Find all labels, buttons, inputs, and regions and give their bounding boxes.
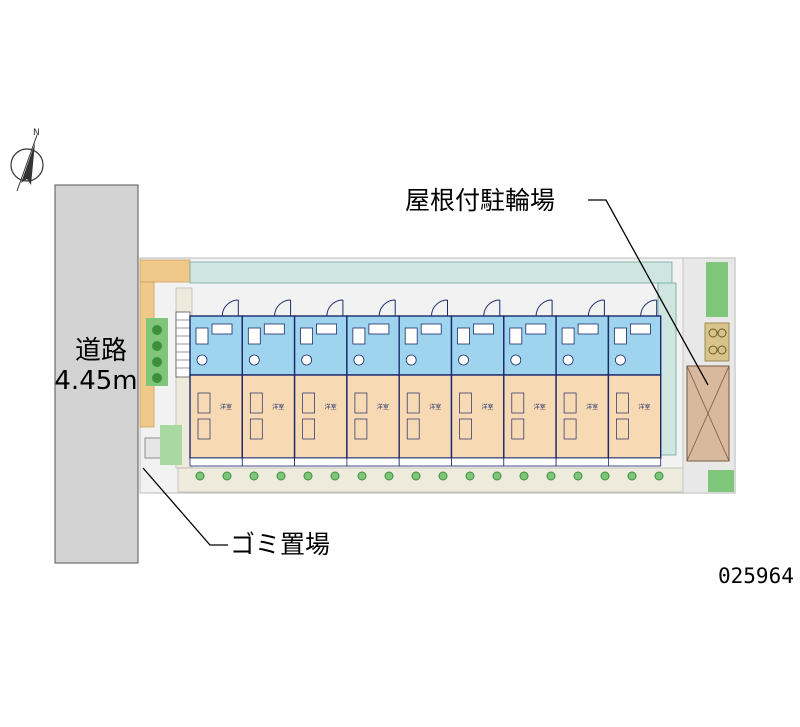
shrub: [546, 471, 556, 481]
shrub: [303, 471, 313, 481]
apartment-unit: 洋室: [607, 299, 662, 467]
apartment-unit: 洋室: [293, 299, 348, 467]
shrub-row: [195, 471, 664, 481]
garbage-label: ゴミ置場: [230, 530, 331, 559]
room-label: 洋室: [534, 403, 546, 411]
bike-shed-leader: [588, 199, 709, 386]
shrub: [492, 471, 502, 481]
apartment-unit: 洋室: [398, 299, 453, 467]
property-id: 025964: [718, 564, 794, 588]
road-width-label: 4.45m: [54, 366, 138, 396]
room-label: 洋室: [220, 403, 232, 411]
north-arrow-icon: N: [10, 128, 44, 192]
planting-right-bottom: [708, 470, 734, 492]
svg-text:N: N: [33, 128, 40, 138]
apartment-unit: 洋室: [503, 299, 557, 467]
shrub: [573, 471, 583, 481]
apartment-unit: 洋室: [241, 299, 296, 467]
apartment-unit: 洋室: [346, 299, 400, 467]
shrub: [627, 471, 637, 481]
shrub: [249, 471, 259, 481]
room-label: 洋室: [325, 403, 337, 411]
apartment-unit: 洋室: [450, 299, 505, 467]
bicycle-parking-label: 屋根付駐輪場: [405, 186, 556, 215]
room-label: 洋室: [586, 403, 598, 411]
shrub: [519, 471, 529, 481]
room-label: 洋室: [482, 403, 494, 411]
room-label: 洋室: [377, 403, 389, 411]
bike-rack: [704, 322, 730, 362]
shrub: [276, 471, 286, 481]
shrub: [465, 471, 475, 481]
shrub: [654, 471, 664, 481]
shrub: [357, 471, 367, 481]
planting-left: [146, 318, 168, 386]
shrub: [195, 471, 205, 481]
stairs: [175, 311, 191, 378]
garbage-leader: [142, 467, 228, 546]
apartment-unit: 洋室: [189, 299, 243, 467]
road-name-label: 道路: [74, 336, 127, 366]
room-label: 洋室: [429, 403, 441, 411]
shrub: [222, 471, 232, 481]
apartment-unit: 洋室: [555, 299, 610, 467]
room-label: 洋室: [272, 403, 284, 411]
room-label: 洋室: [638, 403, 650, 411]
shrub: [600, 471, 610, 481]
shrub: [438, 471, 448, 481]
apartment-units: 洋室 洋室 洋室 洋室 洋室 洋室 洋室 洋室 洋室: [189, 299, 662, 467]
bike-shed: [686, 365, 730, 462]
road: [54, 184, 139, 564]
planting-corner: [160, 425, 182, 465]
shrub: [330, 471, 340, 481]
shrub: [384, 471, 394, 481]
tile-strip-top: [139, 259, 191, 283]
planting-right-top: [706, 262, 728, 317]
shrub: [411, 471, 421, 481]
